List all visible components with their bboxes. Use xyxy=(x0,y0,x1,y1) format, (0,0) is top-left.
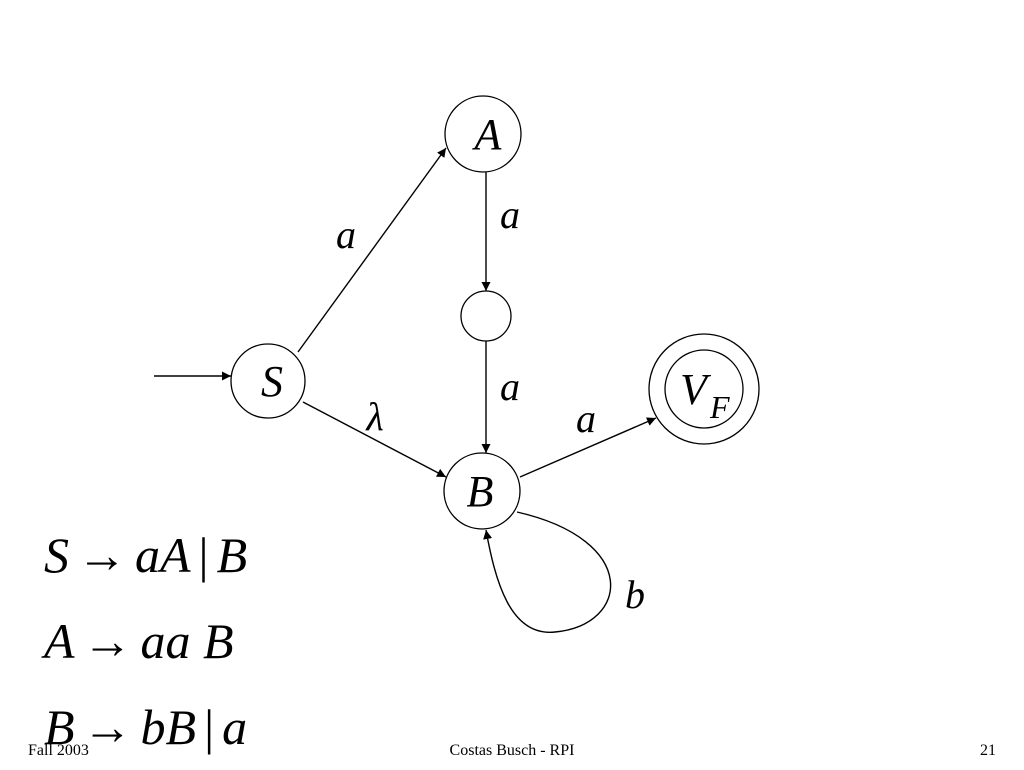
label-s-to-a: a xyxy=(336,212,356,257)
right-arrow-icon: → xyxy=(77,527,127,583)
footer-author: Costas Busch - RPI xyxy=(449,742,575,759)
rule-lhs: S xyxy=(44,527,69,583)
state-b xyxy=(443,452,521,530)
state-final-inner xyxy=(664,349,744,429)
grammar-rule-b: B→bB|a xyxy=(44,684,247,770)
label-a-to-mid: a xyxy=(500,192,520,237)
state-s xyxy=(230,343,306,419)
state-s-label: S xyxy=(261,357,283,406)
state-a xyxy=(444,95,522,173)
grammar-rule-a: A→aa B xyxy=(44,598,247,684)
label-b-loop: b xyxy=(625,572,645,617)
edge-s-to-b xyxy=(302,401,447,478)
footer-date: Fall 2003 xyxy=(28,742,89,759)
right-arrow-icon: → xyxy=(82,699,133,755)
edge-s-to-a xyxy=(297,147,447,353)
state-final-label: V xyxy=(680,365,712,414)
right-arrow-icon: → xyxy=(82,613,133,669)
label-b-to-final: a xyxy=(576,396,596,441)
state-b-label: B xyxy=(467,467,494,516)
grammar-rule-s: S→aA|B xyxy=(44,512,247,598)
rule-alternative: a xyxy=(222,699,248,755)
label-mid-to-b: a xyxy=(500,364,520,409)
rule-rhs: aA xyxy=(135,527,191,583)
rule-alternation-bar: | xyxy=(204,699,215,755)
rule-rhs: aa B xyxy=(140,613,234,669)
rule-rhs: bB xyxy=(140,699,197,755)
rule-lhs: A xyxy=(44,613,75,669)
rule-lhs: B xyxy=(44,699,75,755)
edge-b-to-final xyxy=(519,417,657,478)
rule-alternation-bar: | xyxy=(198,527,209,583)
state-a-label: A xyxy=(472,110,503,159)
rule-alternative: B xyxy=(216,527,248,583)
label-s-to-b: λ xyxy=(365,394,383,439)
state-final-subscript: F xyxy=(709,389,730,425)
edge-b-loop xyxy=(483,511,612,633)
state-intermediate xyxy=(460,290,512,342)
footer-page-number: 21 xyxy=(980,742,996,759)
grammar-rules: S→aA|B A→aa B B→bB|a xyxy=(44,512,247,770)
